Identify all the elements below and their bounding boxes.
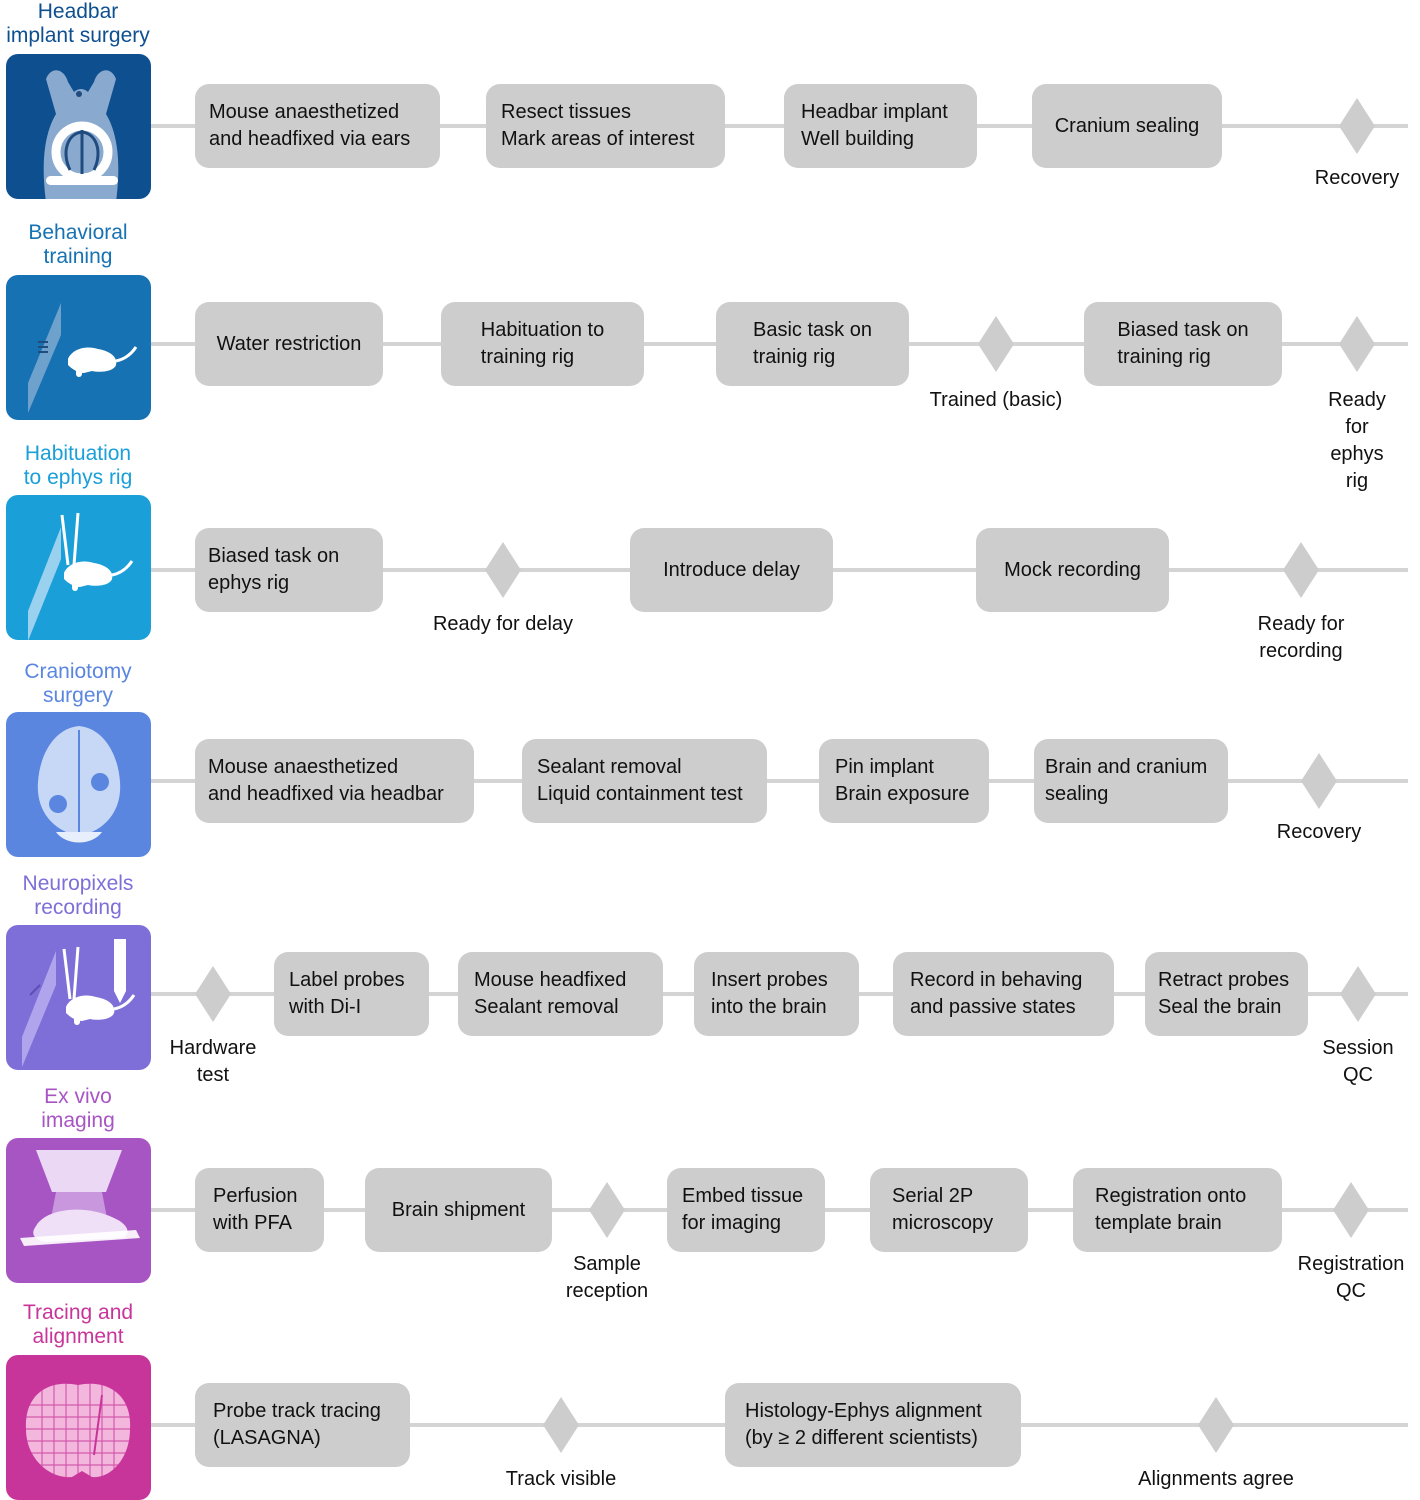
mouse-probe-icon <box>6 495 151 640</box>
step-box: Pin implant Brain exposure <box>819 739 989 823</box>
milestone-diamond <box>1333 1182 1369 1238</box>
step-box: Sealant removal Liquid containment test <box>522 739 767 823</box>
milestone-label: Ready for ephys rig <box>1328 389 1386 492</box>
milestone-label: Track visible <box>505 1468 617 1490</box>
step-box: Registration onto template brain <box>1073 1168 1282 1252</box>
step-box: Histology-Ephys alignment (by ≥ 2 differ… <box>725 1383 1021 1467</box>
step-box: Resect tissues Mark areas of interest <box>486 84 725 168</box>
step-box: Mouse anaesthetized and headfixed via he… <box>195 739 474 823</box>
milestone-label: Recovery <box>1276 821 1362 843</box>
milestone-label: Ready for recording <box>1257 613 1345 662</box>
step-box: Biased task on training rig <box>1084 302 1282 386</box>
stage-title: Headbar implant surgery <box>6 0 150 47</box>
milestone-label: Alignments agree <box>1138 1468 1294 1490</box>
milestone-diamond <box>1198 1397 1234 1453</box>
milestone-diamond <box>1301 753 1337 809</box>
milestone-diamond <box>195 966 231 1022</box>
step-box: Perfusion with PFA <box>195 1168 324 1252</box>
step-box: Mock recording <box>976 528 1169 612</box>
step-box: Water restriction <box>195 302 383 386</box>
mouse-neuropixels-icon <box>6 925 151 1070</box>
milestone-diamond <box>1283 542 1319 598</box>
milestone-label: Trained (basic) <box>929 389 1063 411</box>
milestone-label: Ready for delay <box>432 613 574 635</box>
milestone-diamond <box>485 542 521 598</box>
mouse-screen-icon <box>6 275 151 420</box>
milestone-diamond <box>978 316 1014 372</box>
milestone-label: Recovery <box>1314 167 1400 189</box>
step-box: Insert probes into the brain <box>694 952 859 1036</box>
microscope-brain-icon <box>6 1138 151 1283</box>
stage-title: Tracing and alignment <box>22 1301 134 1348</box>
milestone-label: Session QC <box>1322 1037 1394 1086</box>
step-box: Retract probes Seal the brain <box>1145 952 1308 1036</box>
step-box: Brain shipment <box>365 1168 552 1252</box>
step-box: Introduce delay <box>630 528 833 612</box>
stage-title: Behavioral training <box>28 221 128 268</box>
step-box: Embed tissue for imaging <box>667 1168 825 1252</box>
brain-top-icon <box>6 712 151 857</box>
milestone-label: Sample reception <box>565 1253 649 1302</box>
step-box: Record in behaving and passive states <box>893 952 1114 1036</box>
stage-title: Neuropixels recording <box>22 872 134 919</box>
stage-title: Ex vivo imaging <box>41 1085 115 1132</box>
connector-line <box>151 124 1408 128</box>
step-box: Brain and cranium sealing <box>1034 739 1228 823</box>
milestone-label: Hardware test <box>169 1037 257 1086</box>
milestone-diamond <box>1340 966 1376 1022</box>
milestone-diamond <box>1339 98 1375 154</box>
step-box: Label probes with Di-I <box>274 952 429 1036</box>
milestone-diamond <box>589 1182 625 1238</box>
step-box: Biased task on ephys rig <box>195 528 383 612</box>
connector-line <box>151 779 1408 783</box>
step-box: Cranium sealing <box>1032 84 1222 168</box>
step-box: Serial 2P microscopy <box>870 1168 1028 1252</box>
stage-title: Craniotomy surgery <box>24 660 132 707</box>
milestone-diamond <box>543 1397 579 1453</box>
step-box: Mouse anaesthetized and headfixed via ea… <box>195 84 440 168</box>
step-box: Basic task on trainig rig <box>716 302 909 386</box>
step-box: Mouse headfixed Sealant removal <box>458 952 663 1036</box>
milestone-diamond <box>1339 316 1375 372</box>
milestone-label: Registration QC <box>1297 1253 1405 1302</box>
stage-title: Habituation to ephys rig <box>23 442 133 489</box>
mouse-head-icon <box>6 54 151 199</box>
step-box: Headbar implant Well building <box>784 84 977 168</box>
brain-slice-grid-icon <box>6 1355 151 1500</box>
step-box: Probe track tracing (LASAGNA) <box>195 1383 410 1467</box>
step-box: Habituation to training rig <box>441 302 644 386</box>
